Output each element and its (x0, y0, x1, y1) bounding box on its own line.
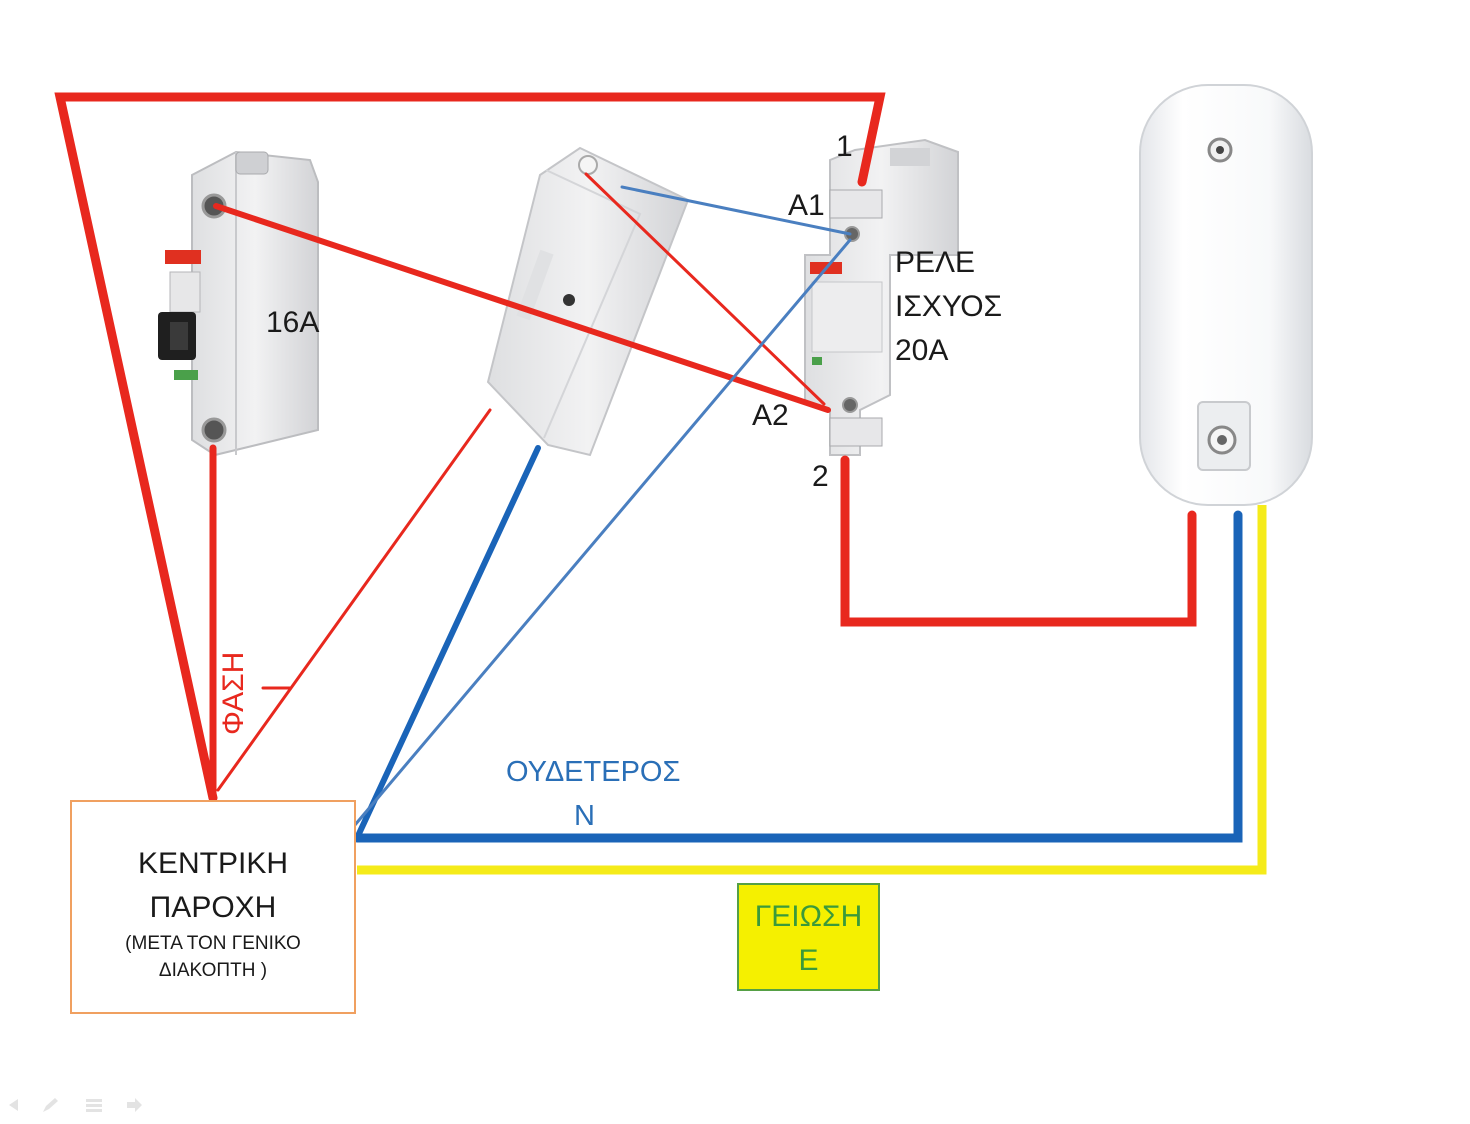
phase-label: ΦΑΣΗ (217, 651, 250, 735)
phase-wire-loop-to-relay (54, 92, 886, 803)
relay-title-line1: ΡΕΛΕ (895, 246, 976, 279)
earth-label-box: ΓΕΙΩΣΗ E (737, 883, 880, 991)
neutral-wire-to-a1 (347, 238, 852, 834)
neutral-wire-switch-to-a1 (620, 185, 852, 236)
phase-wire-breaker-to-a2 (213, 203, 831, 413)
circuit-breaker-icon (158, 150, 319, 457)
breaker-rating-label: 16A (266, 306, 320, 339)
earth-wires (357, 505, 1267, 875)
relay-coil-a2-label: A2 (752, 399, 789, 432)
water-heater-icon (1139, 84, 1313, 506)
phase-wire-relay-to-heater (840, 455, 1197, 627)
relay-title-line2: ΙΣΧΥΟΣ (895, 290, 1003, 323)
relay-title: ΡΕΛΕ ΙΣΧΥΟΣ 20A (895, 241, 1002, 373)
supply-title-line1: ΚΕΝΤΡΙΚΗ (137, 847, 289, 880)
supply-title-line2: ΠΑΡΟΧΗ (149, 891, 277, 924)
contactor-relay-icon (804, 138, 959, 456)
phase-wires (54, 92, 1197, 803)
earth-title: ΓΕΙΩΣΗ (754, 900, 863, 933)
phase-wire-switch-to-a2 (584, 172, 826, 406)
menu-icon[interactable] (84, 1096, 104, 1114)
neutral-symbol-label: N (574, 800, 595, 832)
pen-icon[interactable] (40, 1096, 60, 1114)
next-slide-icon[interactable] (124, 1096, 144, 1114)
central-supply-box: ΚΕΝΤΡΙΚΗ ΠΑΡΟΧΗ (ΜΕΤΑ ΤΟΝ ΓΕΝΙΚΟ ΔΙΑΚΟΠΤ… (70, 800, 356, 1014)
previous-slide-icon[interactable] (4, 1096, 24, 1114)
phase-wire-supply-to-switch (216, 408, 492, 792)
earth-symbol: E (798, 944, 819, 977)
neutral-wires (347, 185, 1243, 843)
supply-note-line2: ΔΙΑΚΟΠΤΗ ) (158, 960, 268, 981)
supply-note-line1: (ΜΕΤΑ ΤΟΝ ΓΕΝΙΚΟ (125, 933, 301, 954)
neutral-wire-main (352, 510, 1243, 843)
neutral-wire-to-switch (354, 445, 541, 841)
relay-terminal-1-label: 1 (836, 130, 853, 163)
neutral-label: ΟΥΔΕΤΕΡΟΣ (506, 756, 681, 788)
relay-coil-a1-label: A1 (788, 189, 825, 222)
relay-title-line3: 20A (895, 334, 949, 367)
relay-terminal-2-label: 2 (812, 460, 829, 493)
earth-wire-main (357, 505, 1267, 875)
